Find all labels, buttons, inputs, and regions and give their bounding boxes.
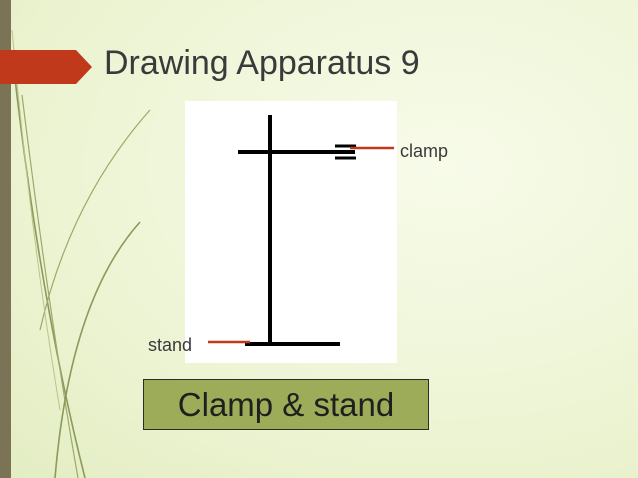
slide-title: Drawing Apparatus 9: [104, 44, 420, 82]
diagram-canvas: [185, 101, 397, 363]
clamp-label: clamp: [400, 141, 448, 161]
left-accent-bar: [0, 0, 11, 478]
caption-box: Clamp & stand: [143, 379, 429, 430]
caption-text: Clamp & stand: [177, 385, 395, 423]
title-arrow-marker: [0, 50, 92, 84]
stand-label: stand: [148, 335, 192, 355]
